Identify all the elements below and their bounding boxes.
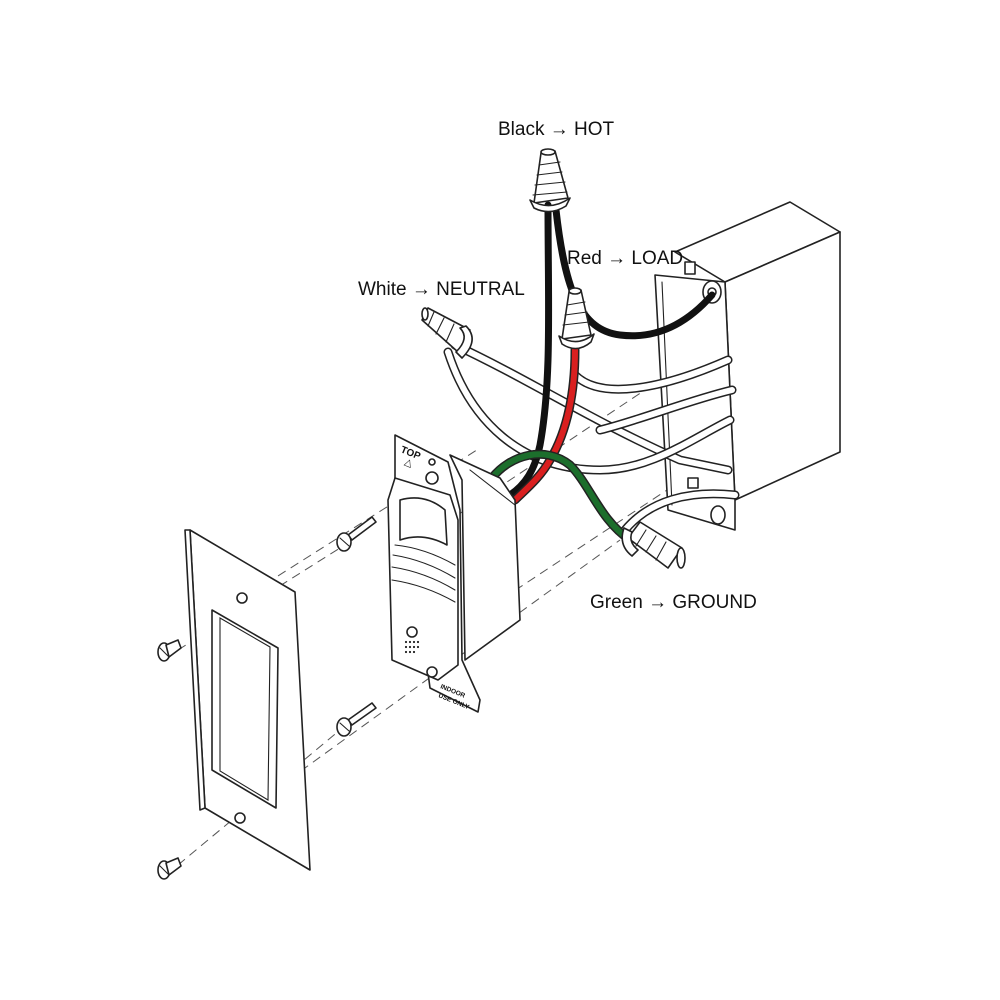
- wire-nut-hot: [529, 148, 571, 213]
- plate-hole-bottom: [234, 812, 246, 824]
- yoke-tab-dot: [428, 458, 436, 466]
- label-load: Red → LOAD: [567, 248, 683, 269]
- mounting-screw-bottom: [336, 702, 377, 737]
- sensor-lens: [399, 497, 448, 546]
- yoke-hole-bottom: [426, 666, 438, 678]
- plate-screw-top: [157, 639, 182, 662]
- yoke-hole-top: [425, 471, 439, 485]
- sensor-light-icon: [404, 626, 420, 654]
- wall-plate-opening: [211, 609, 279, 809]
- box-screw-bottom: [710, 505, 726, 525]
- wire-nut-load: [558, 287, 595, 350]
- sensor-top-arrow: △: [403, 457, 415, 470]
- wire-nut-ground: [621, 521, 686, 569]
- plate-screw-bottom: [157, 857, 182, 880]
- ground-wire: [487, 449, 635, 545]
- plate-hole-top: [236, 592, 248, 604]
- occupancy-sensor: TOP △ INDOOR USE ONLY: [387, 434, 521, 713]
- wire-nut-neutral: [421, 307, 473, 359]
- label-hot: Black → HOT: [498, 119, 615, 140]
- label-ground: Green → GROUND: [590, 592, 757, 613]
- electrical-box: [654, 201, 841, 531]
- hot-wire: [506, 201, 716, 499]
- label-neutral: White → NEUTRAL: [358, 279, 525, 300]
- wall-plate: [184, 529, 311, 871]
- mounting-screw-top: [336, 516, 377, 552]
